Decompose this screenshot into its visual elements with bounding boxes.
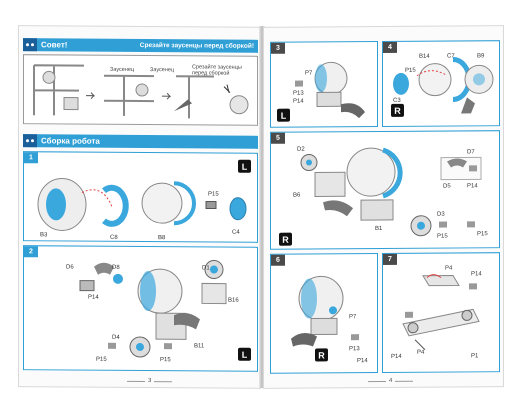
part-label: P13 xyxy=(293,90,304,97)
part-label: B3 xyxy=(40,232,48,239)
step-7-panel: 7 P4 P14 P14 P4 P1 xyxy=(382,252,500,374)
part-label: P4 xyxy=(445,265,453,272)
step-6-diagram xyxy=(291,275,359,347)
page-number-left: 3 xyxy=(127,378,173,384)
part-label: P15 xyxy=(208,191,219,198)
part-label: D4 xyxy=(112,334,120,341)
robot-logo-icon xyxy=(23,38,37,52)
robot-logo-icon xyxy=(23,134,37,148)
part-label: C3 xyxy=(393,97,401,104)
part-label: P1 xyxy=(471,353,479,360)
step-4-panel: 4 R B14 C7 B9 P15 C3 xyxy=(382,40,500,128)
page-number-right: 4 xyxy=(368,378,414,384)
left-page: Совет! Срезайте заусенцы перед сборкой! … xyxy=(18,25,261,389)
part-label: P15 xyxy=(160,357,171,364)
part-label: P7 xyxy=(349,314,357,321)
part-label: P13 xyxy=(349,346,360,353)
part-label: B14 xyxy=(419,53,430,60)
step-4-diagram xyxy=(393,57,494,114)
book-gutter xyxy=(259,26,265,388)
sprue-trimming-illustration xyxy=(33,64,249,119)
part-label: C7 xyxy=(447,53,455,60)
step-2-diagram xyxy=(79,260,227,358)
part-label: D8 xyxy=(112,264,120,271)
tip-callout-2: Заусенец xyxy=(150,67,175,74)
part-label: D7 xyxy=(467,149,475,156)
right-page: 3 L P7 P13 P14 4 R xyxy=(263,25,504,389)
step-7-diagram xyxy=(402,274,480,351)
tip-title: Совет! xyxy=(41,40,68,50)
part-label: B6 xyxy=(293,192,301,199)
step-5-diagram xyxy=(300,147,482,237)
part-label: B11 xyxy=(194,343,205,350)
step-5-panel: 5 R D2 B6 D7 D5 P14 xyxy=(270,130,500,250)
part-label: D6 xyxy=(66,264,74,271)
assembly-section-header: Сборка робота xyxy=(23,134,258,149)
step-6-panel: 6 R P7 P13 P14 xyxy=(270,253,378,374)
part-label: D3 xyxy=(437,211,445,218)
step-1-panel: 1 L P15 B3 C8 B8 C4 xyxy=(23,151,258,243)
tip-subtitle: Срезайте заусенцы перед сборкой! xyxy=(139,42,254,50)
assembly-title: Сборка робота xyxy=(41,136,100,146)
part-label: B16 xyxy=(228,297,239,304)
part-label: P14 xyxy=(471,271,482,278)
tip-callout-1: Заусенец xyxy=(110,66,135,73)
part-label: P14 xyxy=(88,294,99,301)
part-label: P14 xyxy=(293,98,304,105)
tip-callout-3: Срезайте заусенцы перед сборкой xyxy=(192,64,242,77)
part-label: P15 xyxy=(405,67,416,74)
step-3-panel: 3 L P7 P13 P14 xyxy=(270,41,378,128)
step-3-diagram xyxy=(295,61,365,119)
part-label: P4 xyxy=(417,349,425,356)
part-label: P14 xyxy=(391,353,402,360)
part-label: B9 xyxy=(477,53,485,60)
part-label: P14 xyxy=(467,183,478,190)
step-1-diagram xyxy=(37,177,247,231)
booklet-spread: Совет! Срезайте заусенцы перед сборкой! … xyxy=(18,25,504,389)
part-label: C4 xyxy=(232,229,240,236)
tip-section-header: Совет! Срезайте заусенцы перед сборкой! xyxy=(23,38,258,53)
part-label: B8 xyxy=(158,235,166,242)
part-label: D1 xyxy=(202,265,210,272)
part-label: P14 xyxy=(357,358,368,365)
part-label: P15 xyxy=(96,356,107,363)
part-label: C8 xyxy=(110,234,118,241)
step-2-panel: 2 L D6 D8 P14 D1 B16 xyxy=(23,245,258,372)
part-label: B1 xyxy=(375,226,383,233)
part-label: P15 xyxy=(437,233,448,240)
part-label: D2 xyxy=(297,146,305,153)
part-label: P15 xyxy=(477,231,488,238)
part-label: D5 xyxy=(443,183,451,190)
part-label: P7 xyxy=(305,70,313,77)
tip-illustration: Заусенец Заусенец Срезайте заусенцы пере… xyxy=(23,54,258,126)
